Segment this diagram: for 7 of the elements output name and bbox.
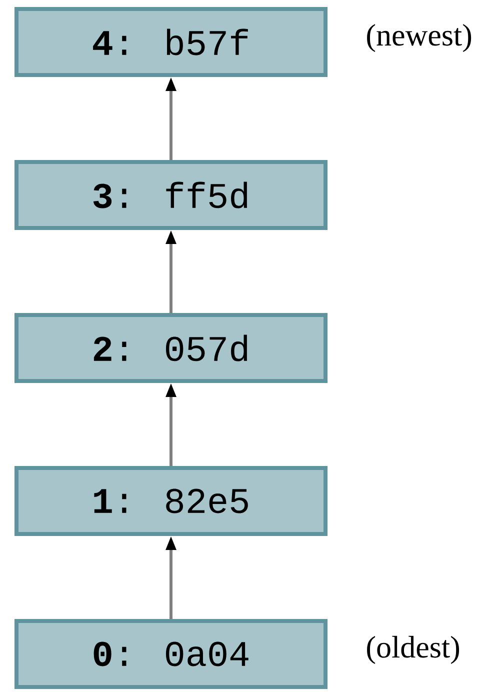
commit-box: 3: ff5d	[14, 160, 328, 230]
side-note: (newest)	[367, 24, 472, 52]
side-note: (oldest)	[367, 636, 460, 664]
commit-box: 1: 82e5	[14, 466, 328, 536]
commit-box: 2: 057d	[14, 313, 328, 383]
commit-box: 0: 0a04	[14, 619, 328, 689]
commit-box: 4: b57f	[14, 7, 328, 77]
